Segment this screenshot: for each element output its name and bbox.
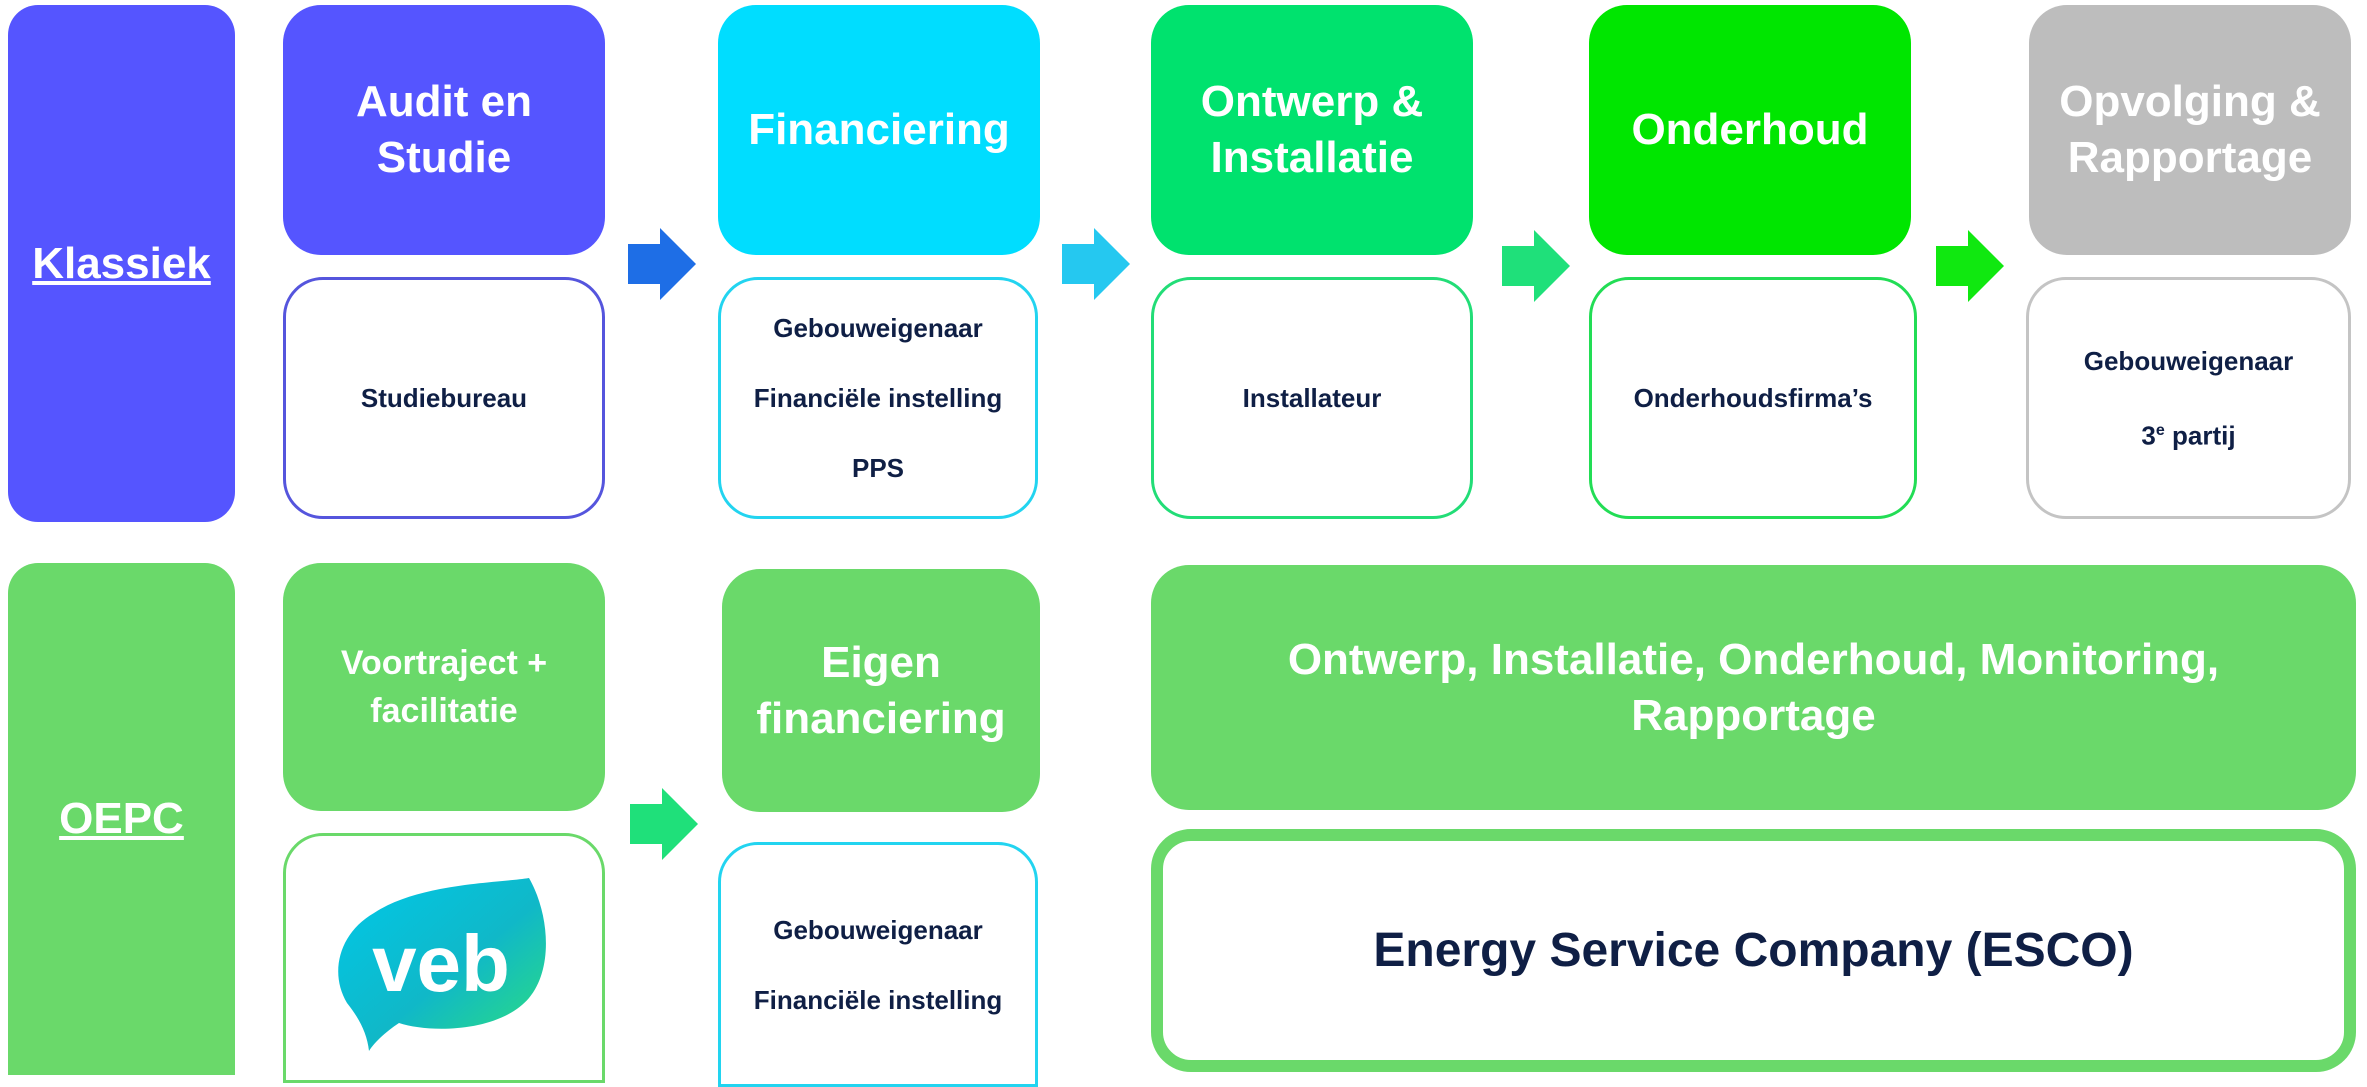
stage-financiering-header: Financiering bbox=[718, 5, 1040, 255]
actor-esco: Energy Service Company (ESCO) bbox=[1373, 923, 2134, 977]
stage-esco-actor-card: Energy Service Company (ESCO) bbox=[1151, 829, 2356, 1072]
stage-opvolging-title-line2: Rapportage bbox=[2067, 133, 2313, 182]
oepc-label: OEPC bbox=[59, 794, 184, 843]
stage-esco-services-header: Ontwerp, Installatie, Onderhoud, Monitor… bbox=[1151, 565, 2356, 810]
actor-installateur: Installateur bbox=[1242, 383, 1382, 413]
actor-derde-partij: 3e partij bbox=[2141, 414, 2235, 453]
arrow-right-icon bbox=[630, 788, 698, 860]
klassiek-label: Klassiek bbox=[32, 238, 211, 288]
arrow-right-icon bbox=[628, 228, 696, 300]
stage-financiering-actors: Gebouweigenaar Financiële instelling PPS bbox=[718, 277, 1038, 519]
actor-derde-partij-word: partij bbox=[2164, 420, 2236, 451]
stage-audit-header: Audit en Studie bbox=[283, 5, 605, 255]
stage-voortraject-title-line2: facilitatie bbox=[370, 692, 518, 730]
stage-ontwerp-title-line2: Installatie bbox=[1210, 133, 1414, 182]
actor-derde-partij-number: 3 bbox=[2141, 420, 2156, 451]
stage-eigen-financiering-header: Eigen financiering bbox=[722, 569, 1040, 812]
stage-onderhoud-header: Onderhoud bbox=[1589, 5, 1911, 255]
stage-ontwerp-title-line1: Ontwerp & bbox=[1200, 77, 1424, 126]
row-label-oepc: OEPC bbox=[8, 563, 235, 1075]
actor-gebouweigenaar: Gebouweigenaar bbox=[773, 914, 983, 945]
stage-opvolging-actors: Gebouweigenaar 3e partij bbox=[2026, 277, 2351, 519]
stage-audit-actors: Studiebureau bbox=[283, 277, 605, 519]
stage-onderhoud-actors: Onderhoudsfirma’s bbox=[1589, 277, 1917, 519]
stage-audit-title-line1: Audit en bbox=[356, 77, 532, 126]
row-label-klassiek: Klassiek bbox=[8, 5, 235, 522]
stage-opvolging-title-line1: Opvolging & bbox=[2059, 77, 2321, 126]
stage-audit-title-line2: Studie bbox=[376, 133, 512, 182]
actor-pps: PPS bbox=[851, 453, 905, 483]
stage-esco-services-title-line1: Ontwerp, Installatie, Onderhoud, Monitor… bbox=[1287, 634, 2220, 684]
veb-logo: veb bbox=[338, 878, 546, 1051]
actor-financiele-instelling: Financiële instelling bbox=[753, 984, 1003, 1015]
actor-gebouweigenaar: Gebouweigenaar bbox=[773, 313, 983, 343]
stage-voortraject-header: Voortraject + facilitatie bbox=[283, 563, 605, 811]
stage-eigen-financiering-title-line2: financiering bbox=[756, 693, 1006, 743]
stage-eigen-financiering-actors: Gebouweigenaar Financiële instelling bbox=[718, 842, 1038, 1087]
veb-logo-text: veb bbox=[372, 919, 510, 1008]
arrow-right-icon bbox=[1936, 230, 2004, 302]
stage-ontwerp-actors: Installateur bbox=[1151, 277, 1473, 519]
actor-financiele-instelling: Financiële instelling bbox=[753, 383, 1003, 413]
actor-gebouweigenaar: Gebouweigenaar bbox=[2083, 345, 2294, 376]
stage-voortraject-title-line1: Voortraject + bbox=[340, 644, 548, 682]
arrow-right-icon bbox=[1062, 228, 1130, 300]
actor-derde-partij-suffix: e bbox=[2155, 421, 2165, 439]
actor-studiebureau: Studiebureau bbox=[360, 383, 528, 413]
stage-ontwerp-header: Ontwerp & Installatie bbox=[1151, 5, 1473, 255]
actor-onderhoudsfirmas: Onderhoudsfirma’s bbox=[1633, 383, 1873, 413]
stage-voortraject-logo-card: veb bbox=[283, 833, 605, 1083]
stage-opvolging-header: Opvolging & Rapportage bbox=[2029, 5, 2351, 255]
stage-onderhoud-title: Onderhoud bbox=[1631, 105, 1869, 154]
stage-esco-services-title-line2: Rapportage bbox=[1631, 690, 1876, 740]
stage-eigen-financiering-title-line1: Eigen bbox=[821, 637, 941, 687]
stage-financiering-title: Financiering bbox=[748, 105, 1010, 154]
arrow-right-icon bbox=[1502, 230, 1570, 302]
